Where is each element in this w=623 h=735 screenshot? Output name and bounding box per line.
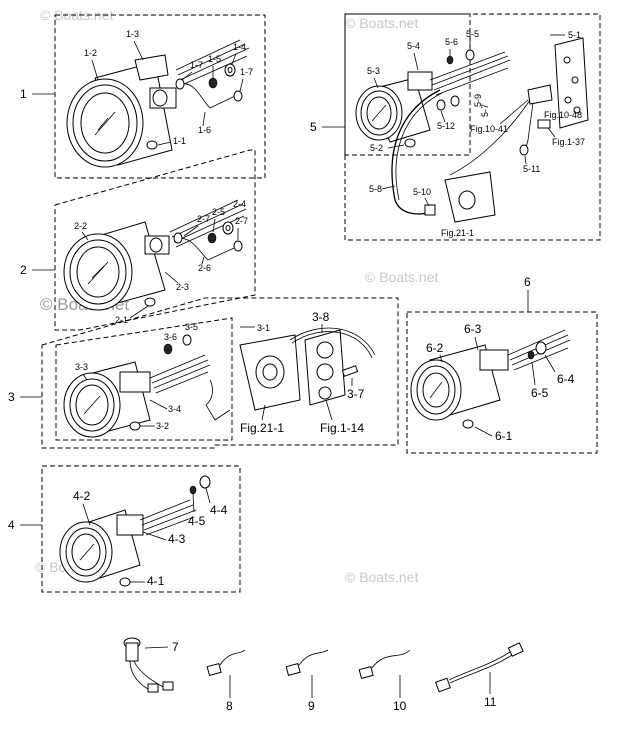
part-label: 5-5: [466, 29, 479, 39]
part-label: 6-4: [557, 372, 575, 386]
part-label: 5-1: [568, 30, 581, 40]
part-label: 2-3: [176, 282, 189, 292]
part-label: 5-4: [407, 41, 420, 51]
figure-ref: Fig.21-1: [240, 421, 284, 435]
group-label-5: 5: [310, 120, 317, 134]
part-label: 6-5: [531, 386, 549, 400]
part-label: 1-4: [233, 42, 246, 52]
group-4: 4 4-1 4-2 4-3 4-4 4-5: [8, 465, 241, 593]
group-1: 1 1-1 1-2 1-3: [20, 14, 266, 179]
group-5: 5 5-: [310, 13, 601, 241]
part-label: 3-7: [347, 387, 365, 401]
part-label: 3-3: [75, 362, 88, 372]
part-label: 5-3: [367, 66, 380, 76]
part-label: 11: [484, 695, 497, 709]
part-label: 6-2: [426, 341, 444, 355]
part-label: 3-5: [185, 322, 198, 332]
watermark: © Boats.net: [40, 7, 113, 23]
part-label: 6-1: [495, 429, 513, 443]
part-8: 8: [206, 649, 246, 713]
group-label-2: 2: [20, 263, 27, 277]
part-label: 1-1: [173, 136, 186, 146]
gauge-4: [59, 509, 144, 583]
group-label-1: 1: [20, 87, 27, 101]
part-label: 6-3: [464, 322, 482, 336]
part-label: 2-4: [233, 199, 246, 209]
part-9: 9: [285, 649, 329, 713]
part-label: 2-7: [235, 216, 248, 226]
part-11: 11: [435, 642, 524, 709]
group-3: 3 3-1 3-2: [8, 297, 399, 449]
part-10: 10: [358, 649, 411, 713]
watermark: © Boats.net: [345, 569, 418, 585]
part-label: 4-1: [147, 574, 165, 588]
part-label: 1-5: [208, 54, 221, 64]
part-label: 2-1: [115, 315, 128, 325]
group-2: 2 2-1 2-2 2-3 2-4 2-5 2-6: [20, 149, 256, 331]
part-label: 4-5: [188, 514, 206, 528]
gauge-5: [355, 71, 433, 143]
part-label: 1-7: [190, 60, 203, 70]
watermark: © Boats.net: [345, 15, 418, 31]
part-label: 5-6: [445, 37, 458, 47]
group-label-4: 4: [8, 518, 15, 532]
part-label: 4-3: [168, 532, 186, 546]
part-7: 7: [123, 637, 179, 693]
engine-block-ref: [239, 329, 346, 411]
part-label: 3-4: [168, 404, 181, 414]
gauge-3: [63, 361, 151, 438]
part-label: 1-6: [198, 125, 211, 135]
group-6: 6 6-1 6-2 6-3 6-4 6-5: [406, 275, 598, 454]
part-label: 3-2: [156, 421, 169, 431]
part-label: 2-2: [74, 221, 87, 231]
watermark: © Boats.net: [365, 269, 438, 285]
part-label: 8: [226, 699, 233, 713]
part-label: 2-5: [212, 207, 225, 217]
part-label: 2-6: [198, 263, 211, 273]
group-label-3: 3: [8, 390, 15, 404]
figure-ref: Fig.10-41: [470, 124, 508, 134]
part-label: 10: [393, 699, 407, 713]
part-label: 5-8: [369, 184, 382, 194]
part-label: 5-10: [413, 187, 431, 197]
part-label: 4-4: [210, 503, 228, 517]
part-label: 5-9: [473, 94, 483, 107]
part-label: 5-2: [370, 143, 383, 153]
gauge-2: [63, 221, 170, 311]
part-label: 3-6: [164, 332, 177, 342]
figure-ref: Fig.1-37: [552, 137, 585, 147]
group-label-6: 6: [524, 275, 531, 289]
part-label: 3-1: [257, 323, 270, 333]
part-label: 4-2: [73, 489, 91, 503]
part-label: 5-11: [523, 164, 540, 174]
figure-ref: Fig.21-1: [441, 228, 474, 238]
part-label: 3-8: [312, 310, 330, 324]
part-label: 2-7: [197, 214, 210, 224]
part-label: 1-2: [84, 48, 97, 58]
part-label: 5-7: [480, 104, 490, 117]
part-label: 5-12: [437, 121, 455, 131]
figure-ref: Fig.10-48: [544, 110, 582, 120]
part-label: 1-7: [240, 67, 253, 77]
part-label: 7: [172, 640, 179, 654]
gauge-6: [410, 344, 509, 421]
part-label: 1-3: [126, 29, 139, 39]
part-label: 9: [308, 699, 315, 713]
gauge-1: [66, 54, 177, 168]
figure-ref: Fig.1-14: [320, 421, 364, 435]
